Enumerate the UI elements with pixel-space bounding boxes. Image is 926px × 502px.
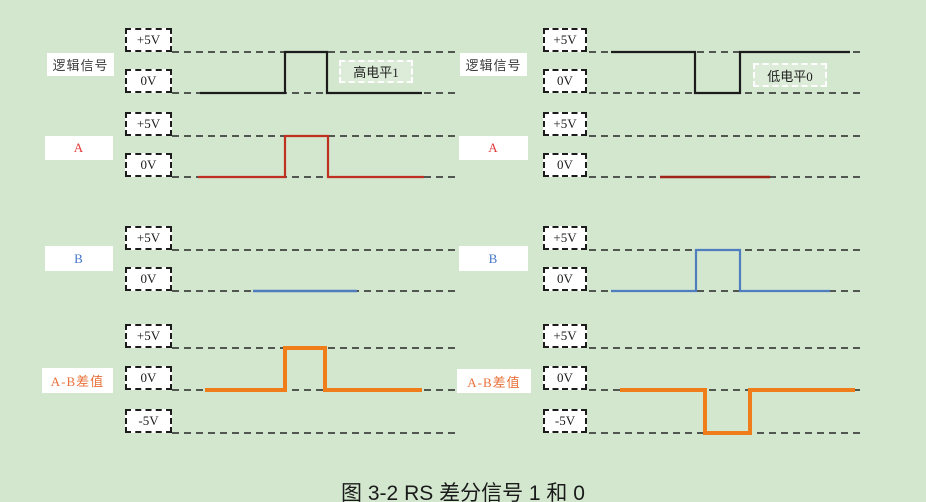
signal-label-b-right: B <box>459 246 528 271</box>
waveform-diff-1 <box>205 346 422 392</box>
level-box-diff-left-+5V: +5V <box>125 324 172 348</box>
annotation-logic-left: 高电平1 <box>339 60 413 83</box>
level-box-b-right-+5V: +5V <box>543 226 587 250</box>
waveform-logic-1 <box>200 50 422 95</box>
signal-label-logic-right: 逻辑信号 <box>460 53 527 76</box>
level-box-b-right-0V: 0V <box>543 267 587 291</box>
level-box-a-left-0V: 0V <box>125 153 172 177</box>
signal-label-logic-left: 逻辑信号 <box>47 53 114 76</box>
waveform-a-1 <box>198 134 424 179</box>
signal-label-b-left: B <box>45 246 113 271</box>
waveform-b-0 <box>611 248 830 293</box>
figure-caption: 图 3-2 RS 差分信号 1 和 0 <box>341 482 585 502</box>
signal-label-diff-right: A-B差值 <box>457 369 531 393</box>
level-box-logic-right-0V: 0V <box>543 69 587 93</box>
signal-label-diff-left: A-B差值 <box>42 368 113 393</box>
level-box-diff-right-0V: 0V <box>543 366 587 390</box>
level-box-diff-left-0V: 0V <box>125 366 172 390</box>
level-box-diff-left--5V: -5V <box>125 409 172 433</box>
level-box-logic-left-+5V: +5V <box>125 28 172 52</box>
level-box-b-left-0V: 0V <box>125 267 172 291</box>
level-box-a-right-0V: 0V <box>543 153 587 177</box>
waveform-diff-0 <box>620 388 855 435</box>
level-box-logic-right-+5V: +5V <box>543 28 587 52</box>
signal-label-a-left: A <box>45 136 113 160</box>
waveform-logic-0 <box>611 50 850 95</box>
level-box-diff-right--5V: -5V <box>543 409 587 433</box>
level-box-a-left-+5V: +5V <box>125 112 172 136</box>
level-box-diff-right-+5V: +5V <box>543 324 587 348</box>
level-box-b-left-+5V: +5V <box>125 226 172 250</box>
annotation-logic-right: 低电平0 <box>753 63 827 87</box>
level-box-a-right-+5V: +5V <box>543 112 587 136</box>
signal-label-a-right: A <box>459 136 528 160</box>
level-box-logic-left-0V: 0V <box>125 69 172 93</box>
